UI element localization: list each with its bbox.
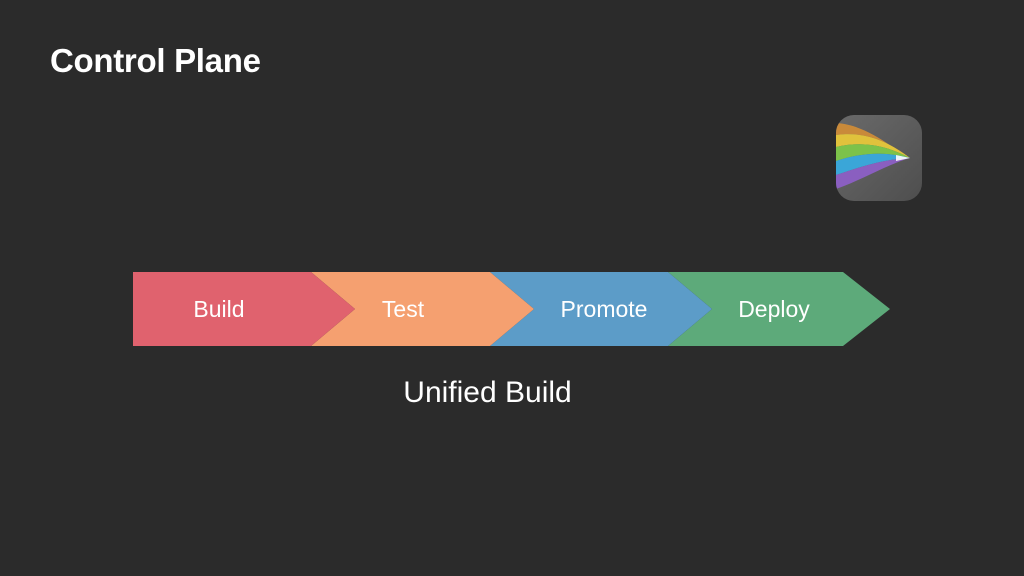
stage-build-label: Build [193,296,244,322]
pipeline-caption: Unified Build [403,376,572,409]
funnel-bands [836,123,910,189]
stage-promote-arrow [490,272,712,346]
stage-deploy-label: Deploy [738,296,810,322]
rainbow-funnel-arrow-icon [836,115,922,201]
stage-build-arrow [133,272,355,346]
stage-test-arrow [311,272,534,346]
stage-test-label: Test [382,296,425,322]
stage-deploy-arrow [668,272,890,346]
slide-title: Control Plane [50,42,261,79]
stage-promote-label: Promote [561,296,648,322]
